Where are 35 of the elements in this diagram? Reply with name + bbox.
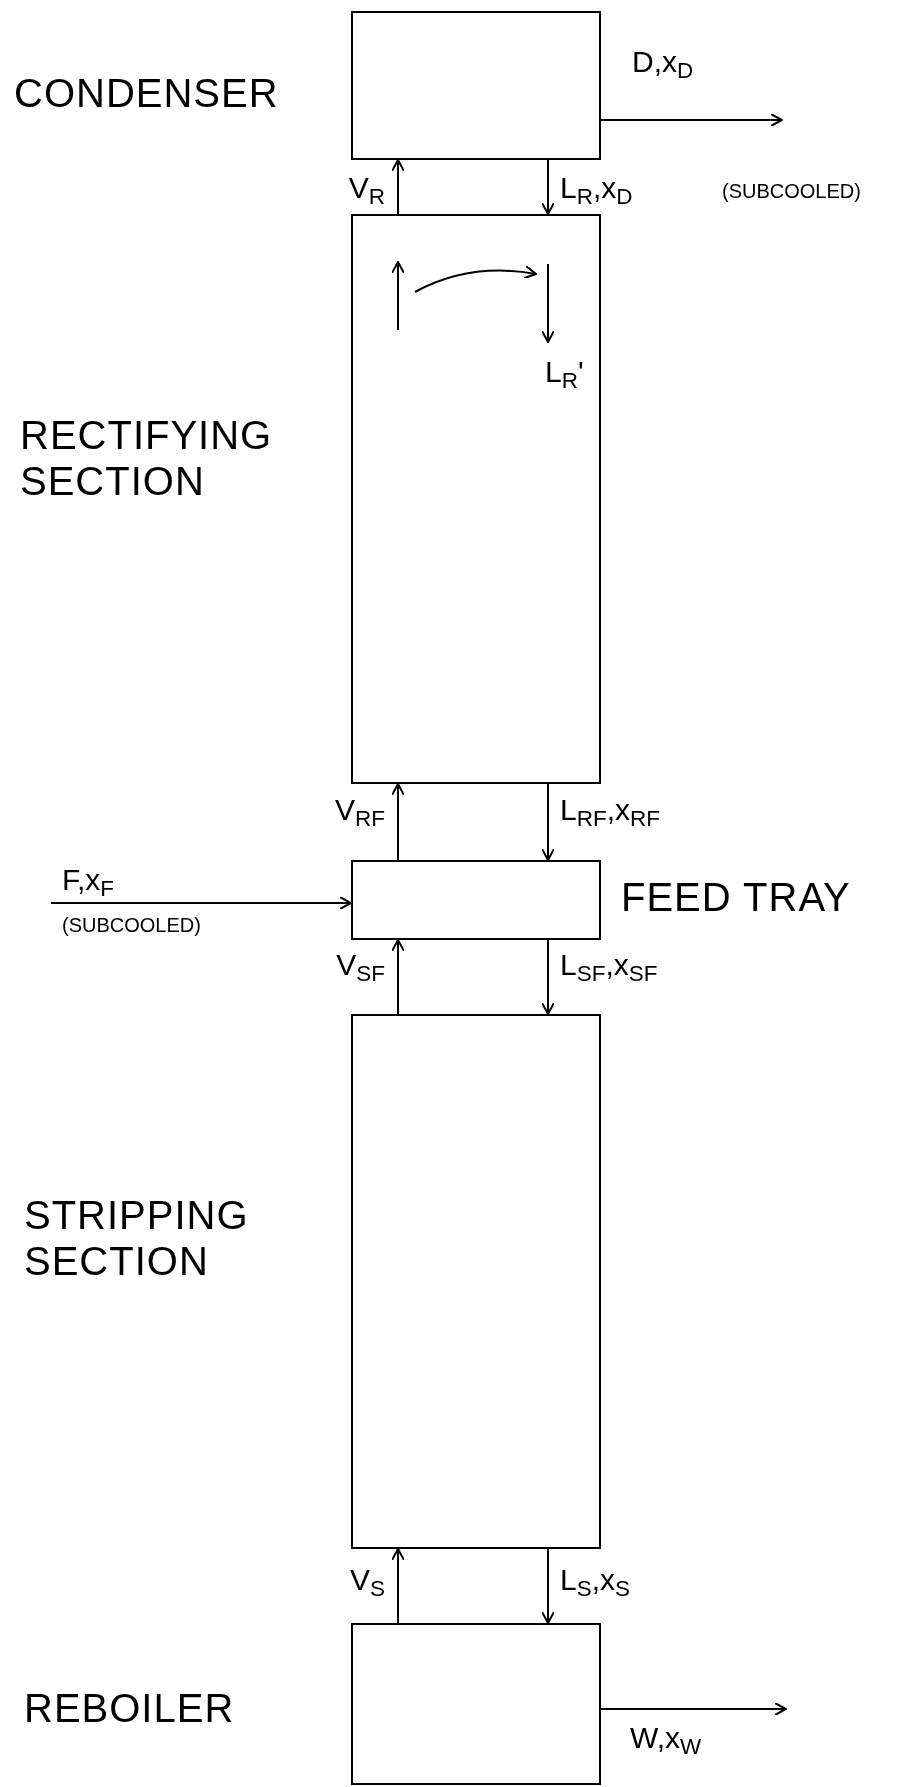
- flow-arrow: [541, 783, 555, 861]
- edge-label: L$_{RF}$,x$_{RF}$: [560, 792, 661, 829]
- column-section-box: [351, 1014, 601, 1549]
- column-section-box: [351, 860, 601, 940]
- edge-label: L$_{R}$,x$_{D}$: [560, 170, 633, 207]
- edge-label: V$_{RF}$: [335, 792, 385, 829]
- flow-arrow: [541, 1548, 555, 1624]
- edge-label: V$_{S}$: [349, 1562, 385, 1599]
- flow-arrow: [391, 159, 405, 215]
- flow-arrow: [541, 159, 555, 215]
- flow-arrow: [600, 113, 783, 127]
- column-section-box: [351, 1623, 601, 1785]
- section-label: CONDENSER: [14, 70, 280, 116]
- stream-note: (SUBCOOLED): [722, 179, 861, 204]
- stream-note: L$_{R}$': [545, 354, 584, 391]
- flow-arrow: [391, 1548, 405, 1624]
- column-section-box: [351, 214, 601, 784]
- flow-arrow: [391, 783, 405, 861]
- edge-label: V$_{SF}$: [336, 947, 385, 984]
- section-label: RECTIFYING SECTION: [20, 412, 274, 504]
- edge-label: F,x$_{F}$: [62, 862, 115, 899]
- section-label: REBOILER: [24, 1685, 236, 1731]
- flow-arrow: [391, 939, 405, 1015]
- edge-label: V$_{R}$: [348, 170, 385, 207]
- edge-label: D,x$_{D}$: [632, 44, 694, 81]
- flow-arrow: [541, 939, 555, 1015]
- section-label: STRIPPING SECTION: [24, 1192, 250, 1284]
- column-section-box: [351, 11, 601, 160]
- edge-label: W,x$_{W}$: [630, 1720, 702, 1757]
- section-label: FEED TRAY: [621, 874, 852, 920]
- edge-label: L$_{SF}$,x$_{SF}$: [560, 947, 658, 984]
- flow-arrow: [600, 1702, 787, 1716]
- edge-label: L$_{S}$,x$_{S}$: [560, 1562, 631, 1599]
- flow-arrow: [50, 896, 352, 910]
- stream-note: (SUBCOOLED): [62, 913, 201, 938]
